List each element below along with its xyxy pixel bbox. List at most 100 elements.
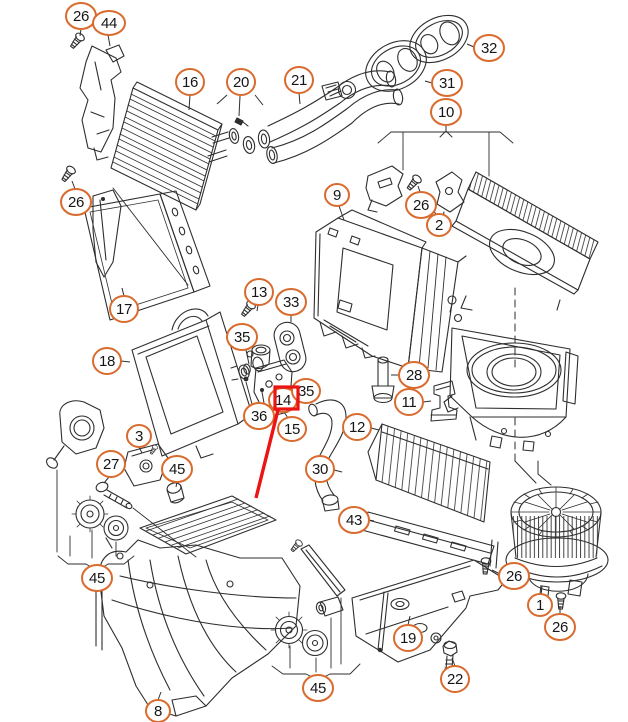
leader-line [188, 94, 191, 111]
callout-number: 45 [310, 680, 326, 697]
callout-number: 26 [506, 568, 522, 585]
callout-circle [393, 624, 423, 652]
part-actuators-left-drawing [46, 400, 185, 572]
callout-18[interactable]: 18 [92, 347, 122, 375]
part-lower-housing-8-drawing [95, 495, 301, 717]
callout-30[interactable]: 30 [305, 455, 335, 483]
callout-circle [426, 213, 452, 237]
callout-43[interactable]: 43 [338, 506, 370, 534]
callout-circle [92, 347, 122, 375]
callout-number: 18 [99, 353, 115, 370]
callout-33[interactable]: 33 [275, 288, 307, 316]
callout-circle [473, 34, 505, 62]
callout-45[interactable]: 45 [81, 564, 113, 592]
callout-44[interactable]: 44 [92, 10, 126, 36]
leader-line [71, 180, 76, 190]
callout-15[interactable]: 15 [277, 416, 307, 442]
callout-31[interactable]: 31 [431, 69, 463, 97]
callout-circle [498, 562, 530, 590]
callout-36[interactable]: 36 [243, 402, 275, 430]
callout-number: 13 [251, 284, 267, 301]
highlight-arrow [254, 409, 280, 499]
callout-circle [96, 450, 126, 478]
callout-number: 11 [402, 394, 417, 411]
callout-number: 26 [413, 197, 429, 214]
callout-32[interactable]: 32 [473, 34, 505, 62]
highlight-box [273, 385, 300, 411]
part-blower-1-drawing [505, 460, 609, 597]
callout-3[interactable]: 3 [126, 424, 152, 448]
callout-number: 10 [438, 104, 454, 121]
part-cover-43-drawing [354, 511, 499, 569]
callout-circle [544, 613, 576, 641]
leader-line [256, 304, 259, 312]
leader-line [424, 80, 433, 84]
callout-26[interactable]: 26 [544, 613, 576, 641]
part-plate-19-drawing [351, 559, 507, 663]
callout-10[interactable]: 10 [430, 98, 462, 126]
callout-26[interactable]: 26 [405, 191, 437, 219]
callout-2[interactable]: 2 [426, 213, 452, 237]
callout-number: 12 [349, 419, 365, 436]
callout-number: 44 [101, 15, 117, 32]
callout-45[interactable]: 45 [302, 674, 334, 702]
part-stud-28-drawing [371, 356, 395, 404]
callout-13[interactable]: 13 [244, 278, 274, 306]
callout-11[interactable]: 11 [394, 388, 424, 416]
callout-22[interactable]: 22 [440, 665, 470, 693]
callout-circle [244, 278, 274, 306]
callout-number: 30 [312, 461, 328, 478]
callout-number: 14 [275, 392, 291, 409]
callout-circle [145, 699, 171, 722]
part-drain-hose-30-drawing [308, 399, 347, 512]
callout-number: 15 [284, 421, 300, 438]
callout-circle [430, 98, 462, 126]
callout-number: 16 [182, 74, 198, 91]
callout-12[interactable]: 12 [342, 413, 372, 441]
part-pipe-seals-20-drawing [228, 117, 271, 154]
part-linkage-45-drawing [270, 538, 361, 681]
callout-26[interactable]: 26 [498, 562, 530, 590]
callout-number: 33 [283, 294, 299, 311]
callout-number: 8 [154, 703, 162, 720]
callout-28[interactable]: 28 [398, 361, 430, 389]
part-tray-17-drawing [83, 190, 211, 321]
callout-16[interactable]: 16 [175, 68, 205, 96]
callout-9[interactable]: 9 [324, 183, 350, 207]
part-bolt-22-drawing [442, 640, 458, 671]
callout-circle [324, 183, 350, 207]
leader-line [261, 391, 265, 404]
callout-circle [226, 323, 258, 351]
callout-20[interactable]: 20 [226, 68, 256, 96]
callout-35[interactable]: 35 [291, 378, 321, 404]
callout-number: 45 [169, 461, 185, 478]
callout-26[interactable]: 26 [65, 2, 97, 30]
callout-number: 9 [333, 187, 341, 204]
diagram-line-art [46, 14, 609, 717]
callout-35[interactable]: 35 [226, 323, 258, 351]
callout-26[interactable]: 26 [60, 188, 92, 216]
callout-circle [126, 424, 152, 448]
callout-21[interactable]: 21 [284, 66, 314, 94]
callout-circle [226, 68, 256, 96]
callout-circle [394, 388, 424, 416]
leader-line [333, 469, 343, 473]
callout-19[interactable]: 19 [393, 624, 423, 652]
part-housing-9-10-drawing [313, 171, 599, 484]
callout-45[interactable]: 45 [161, 455, 193, 483]
callout-number: 3 [135, 428, 143, 445]
callout-number: 32 [481, 40, 497, 57]
callout-27[interactable]: 27 [96, 450, 126, 478]
callout-17[interactable]: 17 [109, 295, 139, 323]
callout-number: 21 [291, 72, 307, 89]
callout-circle [302, 674, 334, 702]
highlight-layer [254, 385, 300, 499]
callout-8[interactable]: 8 [145, 699, 171, 722]
callout-number: 27 [103, 456, 119, 473]
part-heater-core-16-drawing [110, 81, 230, 211]
callout-number: 26 [68, 194, 84, 211]
callout-number: 45 [89, 570, 105, 587]
part-gasket-31-drawing [365, 40, 427, 92]
callout-1[interactable]: 1 [527, 593, 553, 617]
